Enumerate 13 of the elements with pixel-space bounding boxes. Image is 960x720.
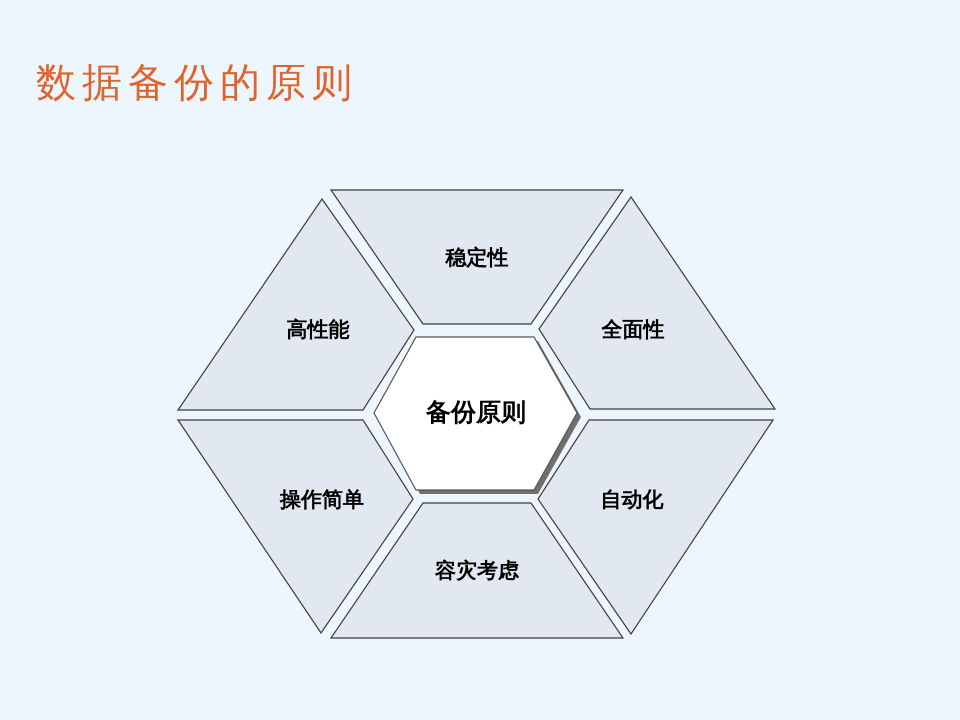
wedge-panel xyxy=(177,198,415,411)
panel-label: 操作简单 xyxy=(280,488,364,512)
panel-label: 容灾考虑 xyxy=(435,559,519,583)
hexagon-box xyxy=(373,336,582,495)
wedge-panel xyxy=(538,196,776,410)
title: 数据备份的原则 xyxy=(36,61,358,105)
wedge-panel xyxy=(537,419,774,635)
panel-label: 全面性 xyxy=(602,318,664,342)
panel-label: 自动化 xyxy=(600,488,664,512)
panel-label: 高性能 xyxy=(286,318,350,342)
wedge-panel xyxy=(177,419,414,634)
center-label: 备份原则 xyxy=(426,399,526,427)
panel-label: 稳定性 xyxy=(446,246,508,270)
